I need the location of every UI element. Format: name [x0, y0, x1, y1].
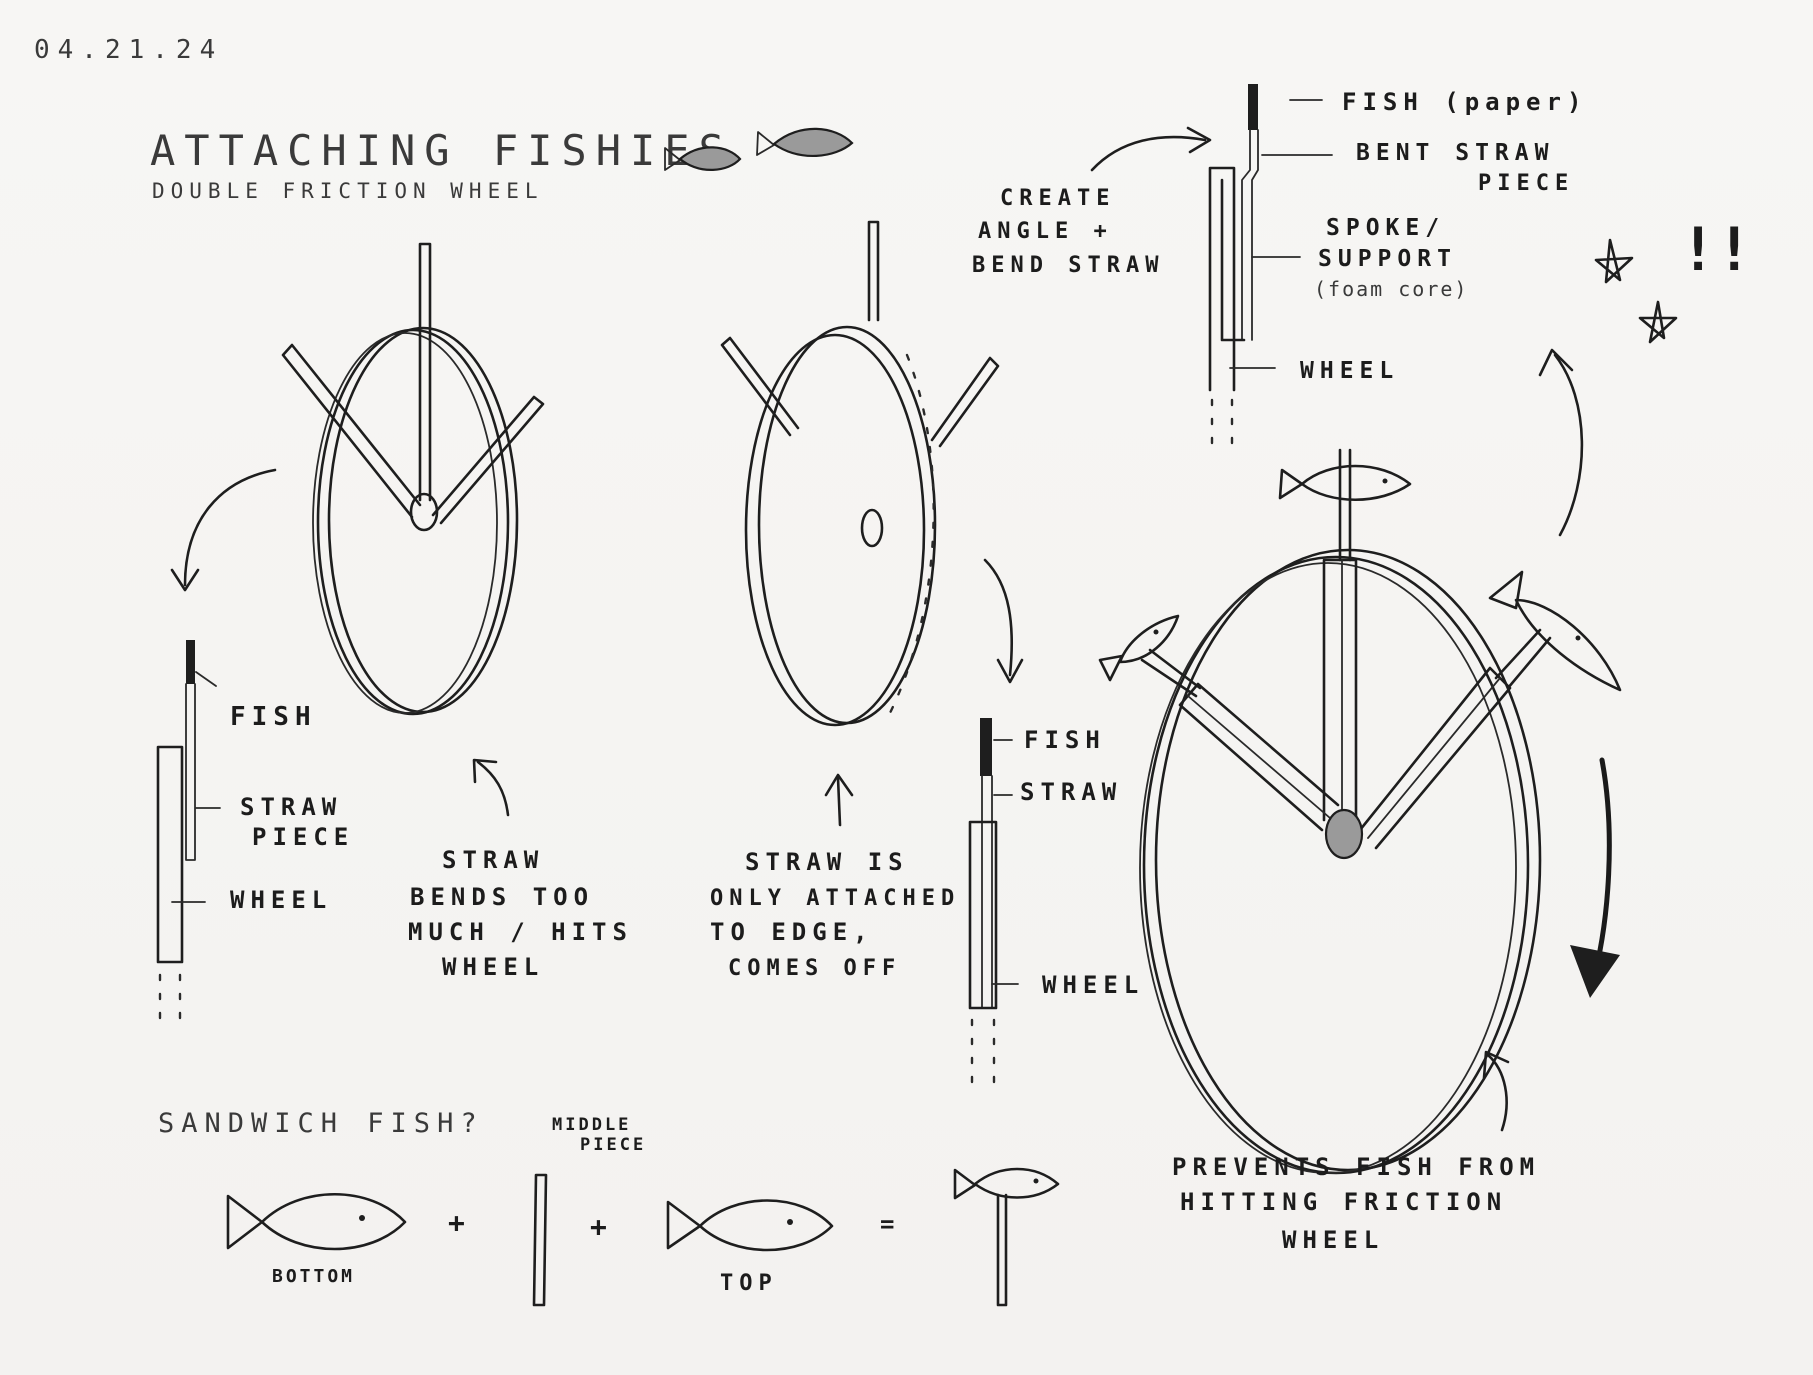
- svg-text:ANGLE +: ANGLE +: [978, 219, 1113, 244]
- top-label: TOP: [720, 1271, 778, 1296]
- svg-text:STRAW IS: STRAW IS: [745, 848, 909, 876]
- arrowhead-1: [170, 568, 200, 592]
- fish-icon-left: [1098, 614, 1180, 682]
- equals-sign: =: [880, 1210, 900, 1238]
- middle-label-2: PIECE: [580, 1135, 646, 1155]
- note-1: STRAW BENDS TOO MUCH / HITS WHEEL: [408, 846, 633, 981]
- prevent-note: PREVENTS FISH FROM HITTING FRICTION WHEE…: [1172, 1153, 1540, 1254]
- svg-text:TO EDGE,: TO EDGE,: [710, 918, 874, 946]
- label-fish-paper: FISH (paper): [1342, 88, 1587, 116]
- exclaim-mark: !!: [1680, 215, 1752, 285]
- page-subtitle: DOUBLE FRICTION WHEEL: [152, 179, 544, 203]
- rotation-arrowhead: [1570, 945, 1620, 998]
- plus-sign-1: +: [448, 1206, 471, 1239]
- arrowhead-up-1: [472, 758, 498, 784]
- fish-top-icon: [666, 1199, 834, 1252]
- side-detail-2: [968, 718, 1019, 1087]
- svg-text:PREVENTS FISH FROM: PREVENTS FISH FROM: [1172, 1153, 1540, 1181]
- note-2: STRAW IS ONLY ATTACHED TO EDGE, COMES OF…: [710, 848, 960, 981]
- svg-text:WHEEL: WHEEL: [442, 953, 544, 981]
- arrow-up-2: [836, 776, 842, 827]
- svg-text:BEND STRAW: BEND STRAW: [972, 253, 1164, 278]
- label-bent-straw: BENT STRAW: [1356, 140, 1554, 166]
- wheel-sketch-1: [281, 242, 545, 716]
- arrow-curve-angle: [1090, 135, 1207, 172]
- middle-label-1: MIDDLE: [552, 1115, 631, 1135]
- middle-piece-shape: [532, 1173, 548, 1307]
- fish-icon-right: [1488, 570, 1622, 692]
- arrowhead-2: [996, 658, 1024, 684]
- side-detail-3: [1208, 84, 1333, 450]
- wheel-sketch-2: [720, 220, 1000, 727]
- arrow-curve-up-right: [1553, 353, 1584, 537]
- svg-text:MUCH / HITS: MUCH / HITS: [408, 918, 633, 946]
- star-icon-1: [1594, 238, 1634, 284]
- wheel-sketch-3: [1139, 448, 1552, 1175]
- svg-text:WHEEL: WHEEL: [1282, 1226, 1384, 1254]
- label-piece-1: PIECE: [252, 823, 354, 851]
- star-icon-2: [1638, 300, 1678, 344]
- page-title: ATTACHING FISHIES: [150, 126, 733, 175]
- fish-icon-top: [1278, 464, 1412, 502]
- title-fish-icon-small: [664, 146, 742, 171]
- title-fish-icon-large: [756, 127, 854, 157]
- arrowhead-up-right: [1538, 348, 1574, 377]
- arrow-curve-2: [983, 558, 1014, 677]
- arrow-up-3: [1486, 1053, 1508, 1132]
- svg-text:BENDS TOO: BENDS TOO: [410, 883, 594, 911]
- fish-bottom-icon: [226, 1192, 407, 1251]
- bottom-label: BOTTOM: [272, 1266, 355, 1287]
- svg-text:COMES OFF: COMES OFF: [728, 956, 901, 981]
- label-straw-1: STRAW: [240, 793, 342, 821]
- label-straw-2: STRAW: [1020, 778, 1122, 806]
- arrowhead-up-3: [1482, 1050, 1510, 1080]
- label-foam-core: (foam core): [1314, 277, 1468, 301]
- label-wheel-2: WHEEL: [1042, 971, 1144, 999]
- side-detail-1: [156, 640, 221, 1022]
- angle-note: CREATE ANGLE + BEND STRAW: [972, 186, 1164, 278]
- label-bent-piece: PIECE: [1478, 171, 1574, 196]
- label-wheel-1: WHEEL: [230, 886, 332, 914]
- arrowhead-angle: [1186, 126, 1212, 154]
- svg-text:CREATE: CREATE: [1000, 186, 1115, 211]
- label-fish-2: FISH: [1024, 726, 1106, 754]
- date-label: 04.21.24: [34, 35, 223, 65]
- label-spoke: SPOKE/: [1326, 215, 1445, 241]
- svg-text:STRAW: STRAW: [442, 846, 544, 874]
- svg-text:ONLY ATTACHED: ONLY ATTACHED: [710, 886, 960, 911]
- arrow-up-1: [476, 760, 510, 817]
- arrowhead-up-2: [824, 773, 854, 797]
- label-wheel-3: WHEEL: [1300, 358, 1399, 384]
- label-support: SUPPORT: [1318, 246, 1457, 272]
- sandwich-title: SANDWICH FISH?: [158, 1108, 484, 1139]
- label-fish-1: FISH: [230, 702, 317, 732]
- svg-text:HITTING FRICTION: HITTING FRICTION: [1180, 1188, 1507, 1216]
- arrow-curve-1: [183, 468, 277, 587]
- plus-sign-2: +: [590, 1210, 613, 1243]
- assembled-fish-icon: [953, 1167, 1060, 1307]
